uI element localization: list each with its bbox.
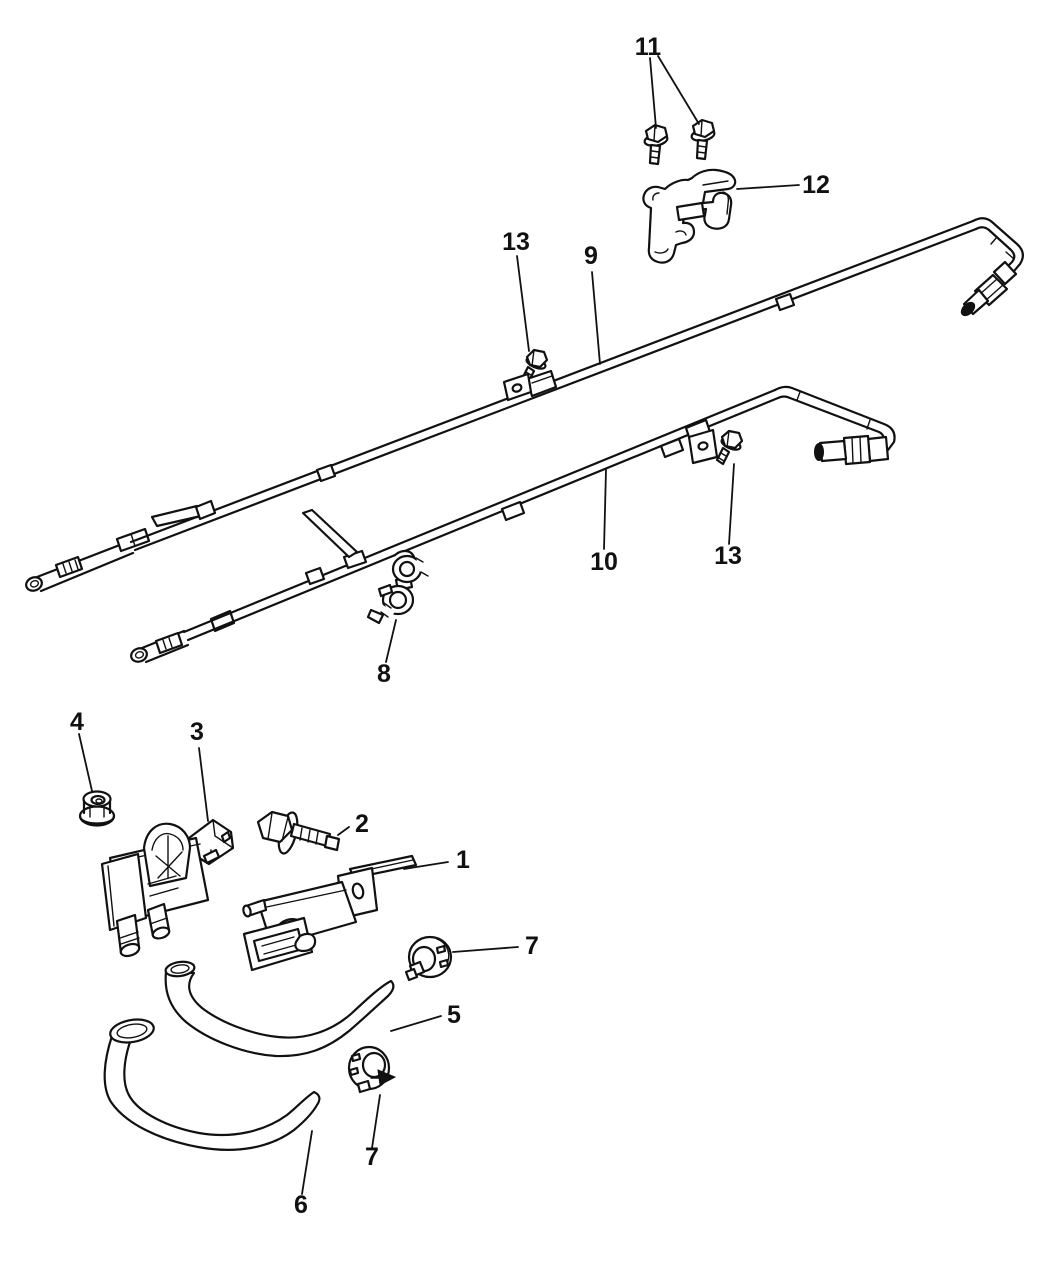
lower-hose-6	[103, 1018, 321, 1151]
sensor-bracket-1	[242, 854, 418, 972]
leader-3	[198, 747, 209, 822]
clamp-screw-13-upper	[519, 348, 549, 387]
callout-13-upper: 13	[502, 228, 530, 256]
leader-10	[603, 469, 607, 550]
tube-retainer-bracket-12	[642, 168, 737, 264]
leader-2	[337, 826, 350, 836]
callout-7-upper: 7	[525, 932, 539, 960]
clamp-screw-13-lower	[715, 429, 744, 466]
double-tube-clip-8	[366, 549, 433, 625]
callout-6: 6	[294, 1191, 308, 1219]
leader-9	[591, 271, 601, 365]
callout-12: 12	[802, 171, 830, 199]
upper-hose-5	[164, 960, 395, 1058]
leader-1	[403, 861, 449, 870]
callout-labels: 11 12 13 9 10 13 8 4 3 2 1 7 5 7 6	[70, 33, 830, 1219]
leader-11b	[657, 55, 700, 125]
callout-5: 5	[447, 1001, 461, 1029]
callout-4: 4	[70, 708, 84, 736]
tube-10-drawing	[130, 385, 896, 664]
flange-nut-4	[78, 790, 116, 827]
callout-11: 11	[635, 33, 662, 61]
leader-7-lower	[371, 1094, 381, 1149]
leader-11a	[649, 57, 657, 129]
leader-lines	[78, 55, 800, 1195]
hose-clamp-7-lower	[347, 1045, 397, 1094]
leader-4	[78, 733, 93, 792]
pressure-sensor-3	[100, 818, 235, 958]
leader-6	[301, 1130, 313, 1195]
leader-13-lower	[728, 463, 735, 545]
leader-7-upper	[452, 946, 519, 953]
callout-3: 3	[190, 718, 204, 746]
callout-1: 1	[456, 846, 470, 874]
callout-2: 2	[355, 810, 369, 838]
leader-5	[390, 1015, 442, 1032]
callout-9: 9	[584, 242, 598, 270]
leader-8	[385, 619, 397, 663]
mounting-bolts-11	[643, 118, 716, 166]
callout-10: 10	[590, 548, 618, 576]
sensor-bolt-2	[256, 810, 341, 855]
callout-8: 8	[377, 660, 391, 688]
bolt-11-right	[690, 118, 716, 161]
leader-12	[736, 184, 800, 190]
bolt-11-left	[643, 123, 669, 166]
leader-13-upper	[516, 255, 530, 352]
hose-clamp-7-upper	[404, 935, 453, 982]
p-clamp-on-tube-9	[502, 369, 558, 402]
callout-7-lower: 7	[365, 1143, 379, 1171]
tube-9-drawing	[25, 217, 1024, 593]
callout-13-lower: 13	[714, 542, 742, 570]
